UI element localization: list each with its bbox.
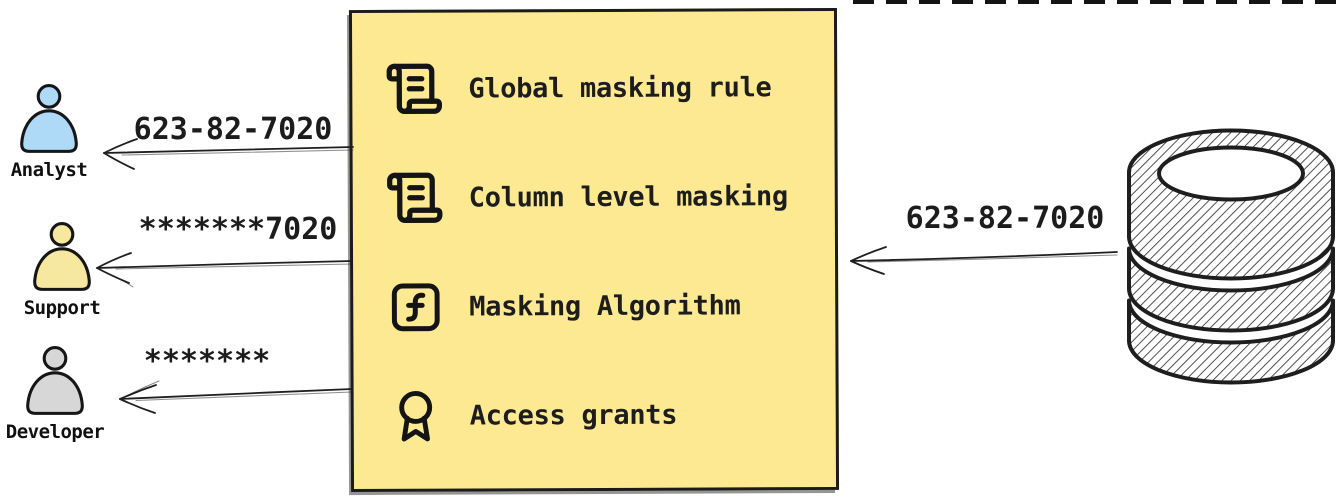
masked-value-support: *******7020 <box>138 212 338 247</box>
square-function-icon <box>391 283 440 332</box>
user-label-developer: Developer <box>5 421 105 443</box>
database-source-value: 623-82-7020 <box>905 201 1105 236</box>
user-label-support: Support <box>23 297 101 319</box>
rule-label: Global masking rule <box>468 71 772 105</box>
scroll-text-icon <box>386 63 442 114</box>
arrow-to-support <box>96 252 353 288</box>
rule-row-access-grants: Access grants <box>386 385 818 447</box>
person-icon <box>20 84 78 153</box>
arrow-database-to-box <box>850 246 1118 275</box>
person-icon <box>26 346 84 415</box>
rule-row-global-masking: Global masking rule <box>384 57 816 119</box>
award-icon <box>399 390 433 442</box>
user-label-analyst: Analyst <box>10 159 88 181</box>
arrow-to-developer <box>119 380 353 414</box>
rule-label: Column level masking <box>468 180 788 214</box>
rule-label: Masking Algorithm <box>469 290 741 323</box>
scroll-text-icon <box>387 172 443 224</box>
masked-value-analyst: 623-82-7020 <box>133 112 333 147</box>
rule-row-masking-algorithm: Masking Algorithm <box>385 276 817 338</box>
masking-rules-box: Global masking rule Column level masking… <box>348 7 840 493</box>
rule-row-column-masking: Column level masking <box>385 166 817 228</box>
rule-label: Access grants <box>469 400 678 433</box>
user-analyst: Analyst <box>0 82 119 181</box>
database-icon <box>1127 128 1335 385</box>
masked-value-developer: ******* <box>143 344 271 379</box>
user-support: Support <box>0 220 132 319</box>
user-developer: Developer <box>0 344 125 443</box>
person-icon <box>33 222 91 291</box>
